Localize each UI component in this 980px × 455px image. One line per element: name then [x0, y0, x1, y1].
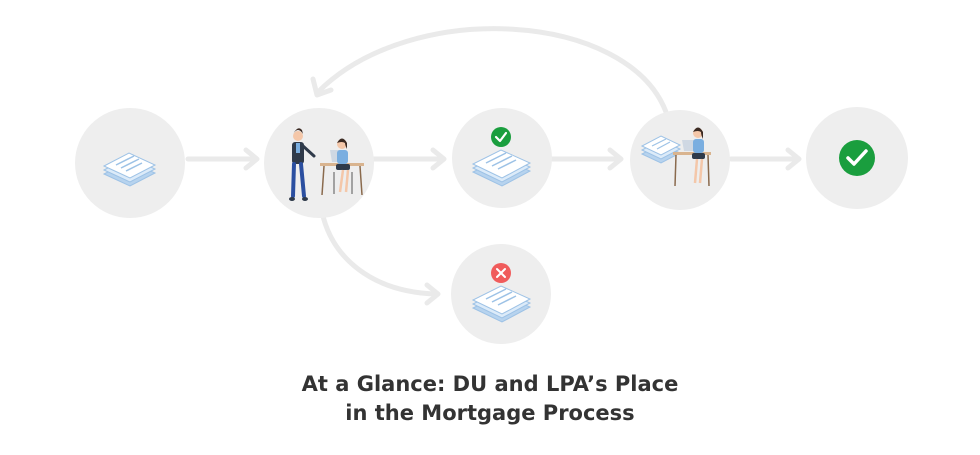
- underwriter-figure: [692, 127, 705, 184]
- arrow-step4-to-step5: [728, 147, 802, 171]
- client-figure: [333, 138, 353, 194]
- document-stack-icon: [102, 152, 157, 187]
- underwriter-review-icon: [640, 127, 711, 187]
- diagram-title: At a Glance: DU and LPA’s Place in the M…: [0, 370, 980, 428]
- approved-document-icon: [471, 149, 532, 187]
- final-approval-check-icon: [839, 140, 875, 176]
- arrow-step2-to-step3: [371, 147, 447, 171]
- approved-badge-icon: [491, 127, 511, 147]
- rejected-badge-icon: [491, 263, 511, 283]
- rejected-document-icon: [471, 285, 532, 323]
- flow-arrows: [185, 26, 802, 306]
- arrow-step2-to-rejected: [319, 209, 441, 306]
- loan-officer-with-client-icon: [289, 128, 364, 201]
- rejected-node: [451, 244, 551, 344]
- step-4-node: [630, 110, 730, 210]
- diagram-title-line-1: At a Glance: DU and LPA’s Place: [301, 372, 679, 396]
- step-1-node: [75, 108, 185, 218]
- step-2-node: [264, 108, 374, 218]
- arrow-step1-to-step2: [185, 147, 260, 171]
- arrow-step4-back-to-step2: [310, 26, 669, 115]
- arrow-step3-to-step4: [549, 147, 624, 171]
- officer-figure: [289, 128, 316, 201]
- diagram-title-line-2: in the Mortgage Process: [345, 401, 635, 425]
- step-3-node: [452, 108, 552, 208]
- step-5-node: [806, 107, 908, 209]
